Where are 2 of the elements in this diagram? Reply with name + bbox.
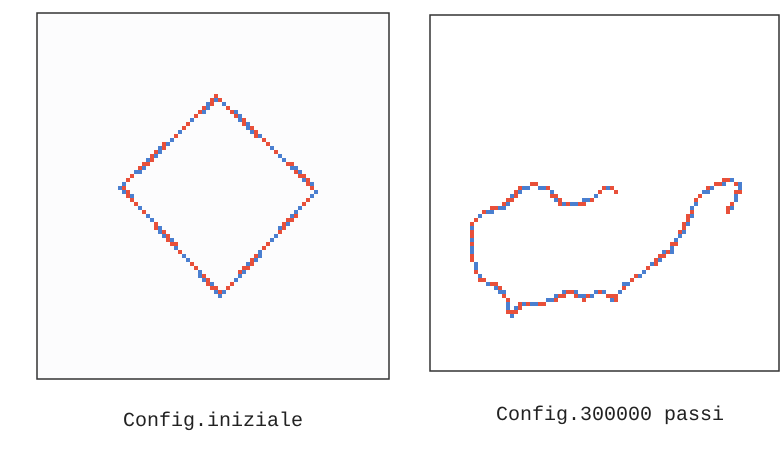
caption: Config.iniziale xyxy=(123,410,304,433)
caption: Config.300000 passi xyxy=(496,404,724,427)
